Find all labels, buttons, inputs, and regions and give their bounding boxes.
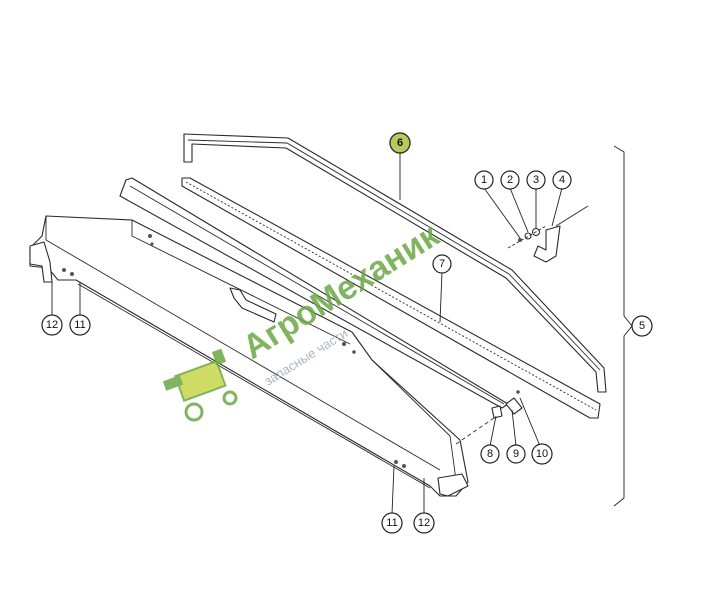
part-4-bracket bbox=[533, 205, 589, 263]
callout-4[interactable]: 4 bbox=[552, 170, 572, 190]
part-7-strip bbox=[181, 177, 601, 419]
callout-11-left[interactable]: 11 bbox=[69, 314, 91, 336]
svg-text:12: 12 bbox=[46, 319, 58, 331]
svg-text:4: 4 bbox=[559, 174, 565, 186]
clamp-piece bbox=[229, 287, 277, 323]
part-6-upper-bar bbox=[183, 133, 607, 393]
callout-7[interactable]: 7 bbox=[432, 254, 452, 274]
svg-text:11: 11 bbox=[386, 517, 397, 529]
svg-text:3: 3 bbox=[533, 174, 539, 186]
svg-text:8: 8 bbox=[487, 448, 493, 460]
long-plate bbox=[119, 177, 509, 409]
callout-6-highlighted[interactable]: 6 bbox=[389, 132, 411, 154]
svg-text:12: 12 bbox=[418, 517, 430, 529]
main-housing bbox=[29, 215, 469, 497]
fastener-stack bbox=[507, 225, 547, 249]
callout-11-right[interactable]: 11 bbox=[381, 512, 403, 534]
callout-10[interactable]: 10 bbox=[531, 443, 553, 465]
callout-3[interactable]: 3 bbox=[526, 170, 546, 190]
svg-text:6: 6 bbox=[397, 137, 403, 149]
callout-2[interactable]: 2 bbox=[500, 170, 520, 190]
hardware-8-10 bbox=[455, 390, 523, 445]
svg-text:2: 2 bbox=[507, 174, 513, 186]
callout-12-right[interactable]: 12 bbox=[413, 512, 435, 534]
svg-text:1: 1 bbox=[481, 174, 487, 186]
callout-12-left[interactable]: 12 bbox=[41, 314, 63, 336]
svg-text:9: 9 bbox=[513, 448, 519, 460]
svg-text:10: 10 bbox=[536, 448, 548, 460]
callout-5[interactable]: 5 bbox=[631, 315, 653, 337]
callout-9[interactable]: 9 bbox=[506, 444, 526, 464]
svg-text:7: 7 bbox=[439, 258, 445, 270]
svg-text:11: 11 bbox=[74, 319, 85, 331]
leader-lines bbox=[51, 145, 633, 515]
combine-harvester-icon bbox=[162, 348, 238, 422]
callout-8[interactable]: 8 bbox=[480, 444, 500, 464]
svg-text:5: 5 bbox=[639, 320, 645, 332]
callout-1[interactable]: 1 bbox=[474, 170, 494, 190]
